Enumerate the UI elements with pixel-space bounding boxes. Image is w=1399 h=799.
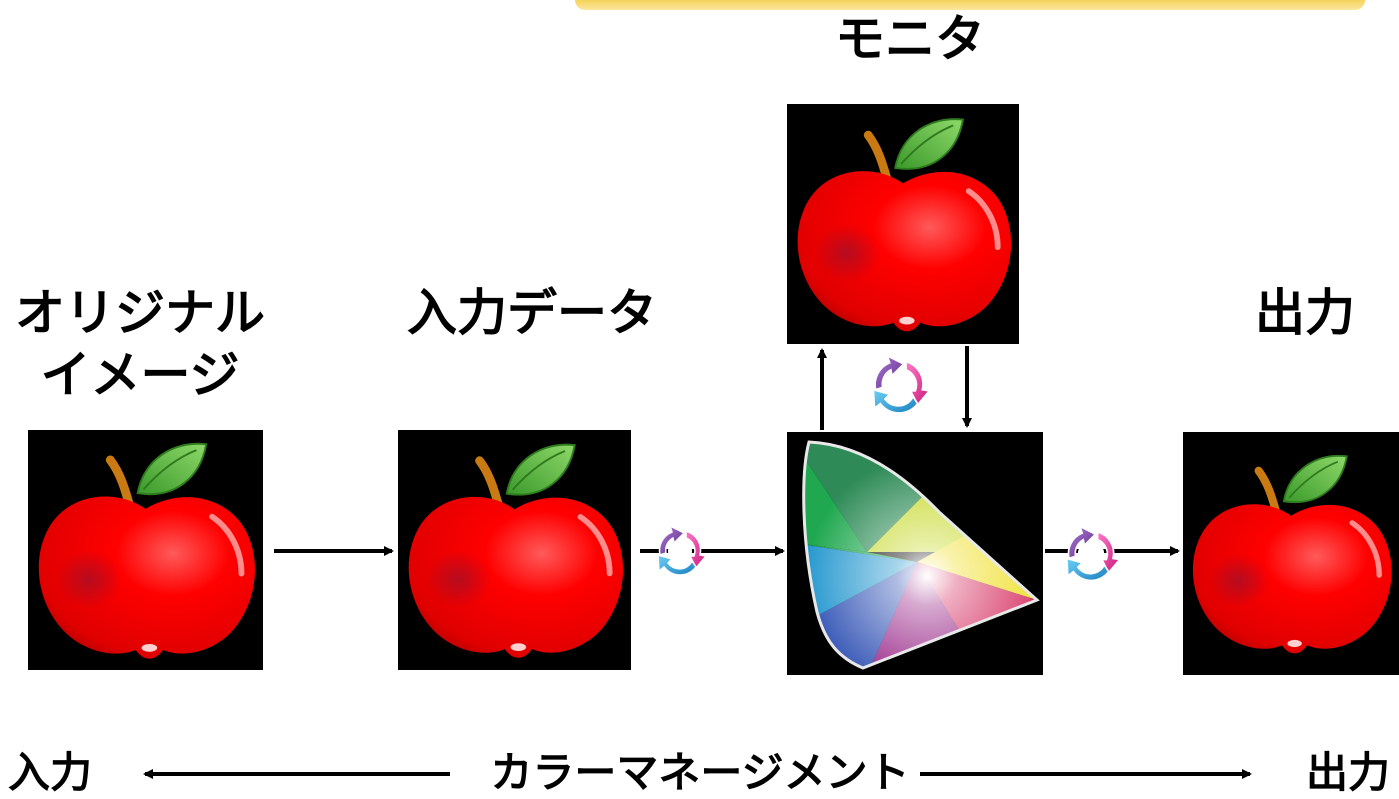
output-apple-image	[1183, 432, 1399, 675]
color-conversion-cycle-icon	[657, 525, 707, 576]
top-accent-band	[575, 0, 1365, 10]
apple-icon	[398, 430, 631, 670]
original-image-label: オリジナル イメージ	[10, 282, 270, 406]
apple-icon	[787, 104, 1019, 344]
original-label-line1: オリジナル	[15, 284, 265, 342]
input-apple-image	[398, 430, 631, 670]
color-gamut-diagram	[802, 440, 1040, 670]
original-label-line2: イメージ	[40, 346, 240, 404]
apple-icon	[28, 430, 263, 670]
input-data-label: 入力データ	[407, 284, 657, 342]
bottom-input-label: 入力	[8, 748, 93, 797]
apple-icon	[1183, 432, 1399, 675]
bottom-output-label: 出力	[1305, 748, 1390, 797]
output-label: 出力	[1255, 284, 1355, 342]
color-conversion-cycle-icon	[872, 354, 931, 414]
monitor-apple-image	[787, 104, 1019, 344]
color-gamut-image	[787, 432, 1043, 675]
color-management-label: カラーマネージメント	[490, 748, 910, 797]
color-conversion-cycle-icon	[1065, 525, 1121, 582]
original-apple-image	[28, 430, 263, 670]
monitor-label: モニタ	[835, 10, 985, 68]
